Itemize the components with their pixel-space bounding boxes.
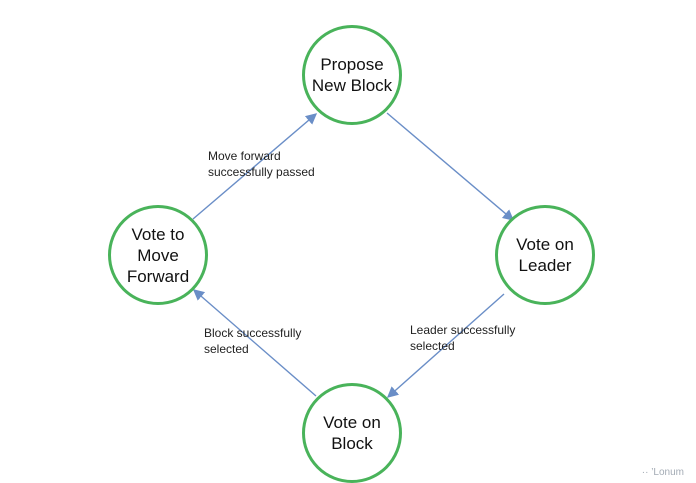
node-label-vote-on-leader: Vote on Leader	[516, 235, 574, 275]
node-propose-new-block: Propose New Block	[302, 25, 402, 125]
edge-block-to-forward	[192, 289, 317, 397]
edge-leader-to-block	[386, 293, 505, 398]
node-label-propose-new-block: Propose New Block	[311, 55, 393, 95]
node-vote-on-leader: Vote on Leader	[495, 205, 595, 305]
edge-label-leader-to-block: Leader successfully selected	[410, 323, 516, 353]
edge-label-forward-to-propose: Move forward successfully passed	[208, 149, 315, 179]
edge-propose-to-leader	[386, 112, 515, 221]
edge-forward-to-propose	[192, 113, 318, 220]
edge-label-block-to-forward: Block successfully selected	[204, 326, 302, 356]
node-label-vote-to-move-forward: Vote to Move Forward	[126, 224, 190, 286]
node-vote-on-block: Vote on Block	[302, 383, 402, 483]
node-vote-to-move-forward: Vote to Move Forward	[108, 205, 208, 305]
watermark: ·· ’Lonum	[641, 467, 684, 478]
node-label-vote-on-block: Vote on Block	[323, 413, 381, 453]
